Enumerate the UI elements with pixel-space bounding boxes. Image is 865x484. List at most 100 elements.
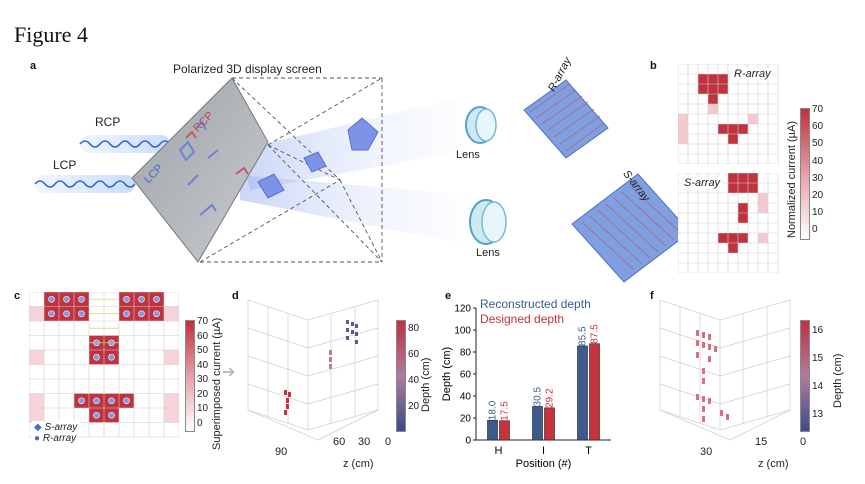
d-tick: 80 bbox=[408, 323, 420, 334]
r-array-marker bbox=[93, 397, 100, 405]
bar-value-label: 17.5 bbox=[500, 401, 511, 421]
d-z-tick: 30 bbox=[358, 436, 371, 448]
heatmap-cell bbox=[728, 183, 738, 193]
heatmap-cell bbox=[29, 408, 44, 423]
r-array-marker bbox=[108, 353, 115, 361]
c-tick: 10 bbox=[197, 403, 209, 414]
e-xtick: I bbox=[542, 445, 545, 457]
heatmap-cell bbox=[29, 306, 44, 321]
b-tick: 10 bbox=[812, 207, 824, 219]
bar-designed bbox=[544, 407, 555, 441]
d-z-label: z (cm) bbox=[343, 458, 374, 470]
e-ytick: 80 bbox=[460, 348, 472, 359]
heatmap-cell bbox=[748, 183, 758, 193]
panel-e-label: e bbox=[445, 290, 452, 302]
r-array-marker bbox=[78, 295, 85, 303]
d-colorbar-label: Depth (cm) bbox=[420, 357, 432, 412]
heatmap-cell bbox=[698, 84, 708, 94]
heatmap-cell bbox=[708, 94, 718, 104]
s-array-heatmap bbox=[678, 173, 779, 273]
r-array-marker bbox=[153, 295, 160, 303]
c-legend-r: ● R-array bbox=[34, 433, 77, 444]
heatmap-cell bbox=[748, 114, 758, 124]
lens-top-label: Lens bbox=[456, 149, 480, 161]
e-ytick: 0 bbox=[465, 436, 471, 447]
b-colorbar-label: Normalized current (µA) bbox=[786, 121, 798, 238]
b-tick: 30 bbox=[812, 172, 824, 184]
f-tick: 16 bbox=[812, 325, 824, 336]
c-tick: 30 bbox=[197, 374, 209, 385]
screen-symbols bbox=[178, 120, 219, 216]
heatmap-cell bbox=[758, 233, 768, 243]
bar-value-label: 85.5 bbox=[578, 326, 589, 346]
bar-value-label: 87.5 bbox=[590, 324, 601, 344]
c-colorbar-label: Superimposed current (µA) bbox=[211, 317, 223, 450]
f-colorbar bbox=[800, 320, 810, 432]
e-xtick: H bbox=[495, 445, 503, 457]
r-array-marker bbox=[123, 397, 130, 405]
heatmap-cell bbox=[718, 233, 728, 243]
f-z-label: z (cm) bbox=[758, 458, 789, 470]
heatmap-cell bbox=[29, 393, 44, 408]
heatmap-cell bbox=[164, 408, 179, 423]
d-z-tick: 90 bbox=[275, 446, 288, 458]
arrow-right-icon: ➔ bbox=[222, 364, 236, 381]
r-array-marker bbox=[63, 310, 70, 318]
r-array-marker bbox=[138, 295, 145, 303]
display-screen bbox=[131, 77, 269, 263]
r-array-marker bbox=[153, 310, 160, 318]
frustum-lines bbox=[199, 77, 383, 263]
heatmap-cell bbox=[164, 306, 179, 321]
d-3d-plot bbox=[247, 299, 379, 441]
c-tick: 0 bbox=[197, 417, 203, 429]
r-array-marker bbox=[93, 353, 100, 361]
e-ytick: 40 bbox=[460, 392, 472, 403]
r-array-heatmap bbox=[678, 64, 779, 164]
b-colorbar bbox=[800, 108, 810, 240]
heatmap-cell bbox=[678, 134, 688, 144]
e-ytick: 100 bbox=[454, 326, 471, 337]
heatmap-cell bbox=[698, 74, 708, 84]
e-ytick: 120 bbox=[454, 304, 471, 315]
f-tick: 13 bbox=[812, 409, 824, 420]
floating-shapes bbox=[257, 117, 379, 199]
bar-designed bbox=[499, 420, 510, 441]
lens-bottom-label: Lens bbox=[476, 247, 500, 259]
f-tick: 14 bbox=[812, 381, 824, 392]
d-z-tick: 60 bbox=[333, 436, 346, 448]
heatmap-cell bbox=[738, 124, 748, 134]
legend-designed: Designed depth bbox=[480, 312, 564, 326]
c-colorbar-ticks: 70 60 50 40 30 20 10 0 bbox=[197, 316, 208, 432]
heatmap-cell bbox=[738, 213, 748, 223]
heatmap-cell bbox=[164, 393, 179, 408]
heatmap-cell bbox=[164, 350, 179, 365]
lcp-label: LCP bbox=[53, 158, 77, 172]
b-tick: 70 bbox=[812, 104, 824, 115]
c-tick: 20 bbox=[197, 388, 209, 400]
r-array-icon bbox=[523, 79, 609, 159]
lcp-wave bbox=[34, 180, 136, 188]
r-array-marker bbox=[123, 295, 130, 303]
b-tick: 40 bbox=[812, 155, 824, 167]
f-3d-plot bbox=[659, 299, 791, 441]
b-colorbar-ticks: 70 60 50 40 30 20 10 0 bbox=[812, 104, 823, 242]
panel-b-label: b bbox=[650, 60, 657, 72]
screen-title: Polarized 3D display screen bbox=[173, 62, 322, 76]
circle-icon: ● bbox=[34, 433, 41, 444]
f-z-tick: 30 bbox=[700, 446, 713, 458]
bar-designed bbox=[589, 343, 600, 441]
heatmap-cell bbox=[728, 233, 738, 243]
panel-c-label: c bbox=[14, 290, 21, 302]
r-array-marker bbox=[138, 310, 145, 318]
b-s-array-label: S-array bbox=[682, 177, 723, 189]
heatmap-cell bbox=[708, 104, 718, 114]
rcp-wave bbox=[79, 140, 171, 148]
r-array-marker bbox=[78, 310, 85, 318]
heatmap-cell bbox=[728, 173, 738, 183]
figure-title: Figure 4 bbox=[14, 22, 88, 47]
light-beam bbox=[240, 175, 470, 245]
d-colorbar bbox=[396, 320, 406, 432]
b-tick: 60 bbox=[812, 121, 824, 133]
